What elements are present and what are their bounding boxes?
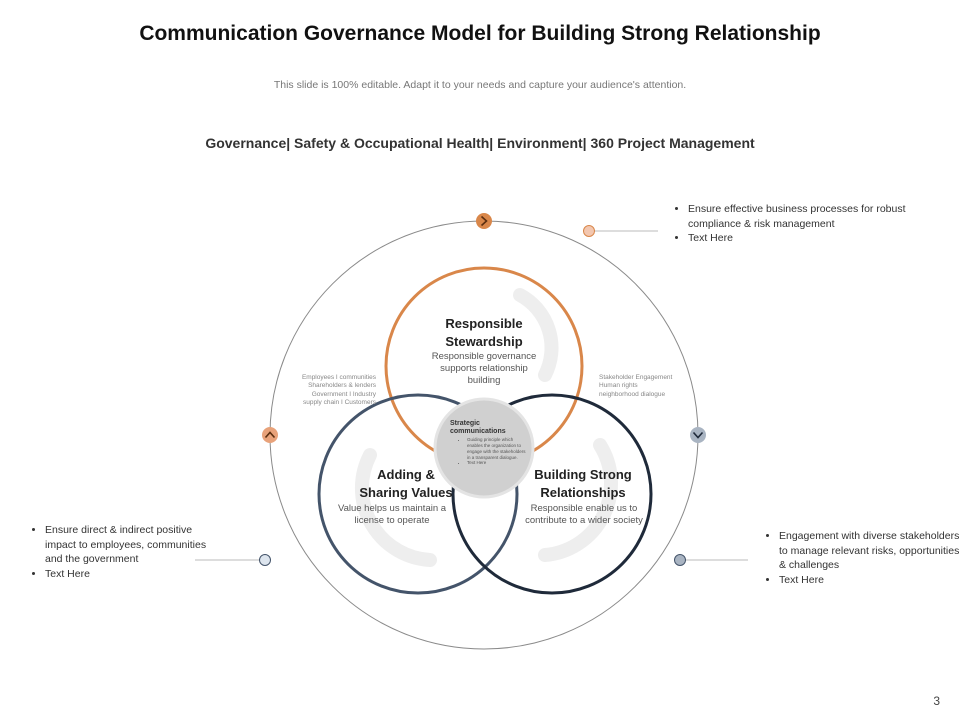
side-note-left-line: Shareholders & lenders xyxy=(308,382,376,390)
callout-item: Text Here xyxy=(779,573,960,588)
decor-arc-top xyxy=(513,288,559,382)
decor-arc-left xyxy=(354,448,437,567)
callout-item: Ensure direct & indirect positive impact… xyxy=(45,523,207,567)
chevron-up-icon xyxy=(262,427,278,443)
circle-title-left: Adding & Sharing Values xyxy=(324,466,488,501)
center-title-line2: communications xyxy=(450,428,506,436)
center-list: Guiding principle which enables the orga… xyxy=(455,437,529,466)
side-note-left-line: Government I Industry xyxy=(311,390,376,398)
circle-title-top: Responsible Stewardship xyxy=(414,315,554,350)
slide-subtitle: This slide is 100% editable. Adapt it to… xyxy=(273,79,687,91)
side-note-left-line: Employees I communities xyxy=(301,374,376,381)
circle-title-left-line1: Adding & xyxy=(377,467,435,482)
circle-title-top-line1: Responsible xyxy=(445,316,523,331)
circle-desc-top: Responsible governance supports relation… xyxy=(431,351,537,386)
circle-adding-sharing-values xyxy=(317,393,519,595)
circle-title-right: Building Strong Relationships xyxy=(508,466,658,501)
side-note-right-line: neighborhood dialogue xyxy=(599,390,666,398)
callout-top-right: Ensure effective business processes for … xyxy=(670,202,914,246)
center-list-item: Text Here xyxy=(467,460,529,466)
side-note-right-line: Stakeholder Engagement xyxy=(599,374,673,381)
decor-arc-right xyxy=(538,438,618,562)
callout-bottom-left: Ensure direct & indirect positive impact… xyxy=(27,523,207,582)
circle-building-relationships xyxy=(451,393,653,595)
callout-item: Engagement with diverse stakeholders to … xyxy=(779,529,960,573)
callout-item: Ensure effective business processes for … xyxy=(688,202,914,231)
center-title: Strategic communications xyxy=(450,420,522,437)
circle-title-right-line2: Relationships xyxy=(540,484,626,500)
side-note-left: Employees I communities Shareholders & l… xyxy=(272,374,376,408)
callout-item: Text Here xyxy=(688,231,914,246)
slide-title: Communication Governance Model for Build… xyxy=(139,22,821,45)
dot-bottom-right xyxy=(674,554,686,566)
callout-bottom-right: Engagement with diverse stakeholders to … xyxy=(761,529,960,588)
circle-desc-right: Responsible enable us to contribute to a… xyxy=(525,503,643,526)
side-note-left-line: supply chain I Customers xyxy=(303,399,376,407)
center-title-line1: Strategic xyxy=(450,420,480,427)
dot-top-right xyxy=(583,225,595,237)
center-list-item: Guiding principle which enables the orga… xyxy=(467,437,529,460)
side-note-right: Stakeholder Engagement Human rights neig… xyxy=(599,374,699,399)
chevron-down-icon xyxy=(690,427,706,443)
circle-title-right-line1: Building Strong xyxy=(534,467,632,482)
center-disc xyxy=(433,397,535,499)
circle-title-left-line2: Sharing Values xyxy=(359,484,453,500)
chevron-right-icon xyxy=(476,213,492,229)
side-note-right-line: Human rights xyxy=(599,382,638,390)
callout-item: Text Here xyxy=(45,567,207,582)
circle-desc-left: Value helps us maintain a license to ope… xyxy=(337,503,447,526)
page-number: 3 xyxy=(933,694,940,708)
dot-bottom-left xyxy=(259,554,271,566)
circle-title-top-line2: Stewardship xyxy=(445,333,523,349)
section-heading: Governance| Safety & Occupational Health… xyxy=(205,135,755,151)
